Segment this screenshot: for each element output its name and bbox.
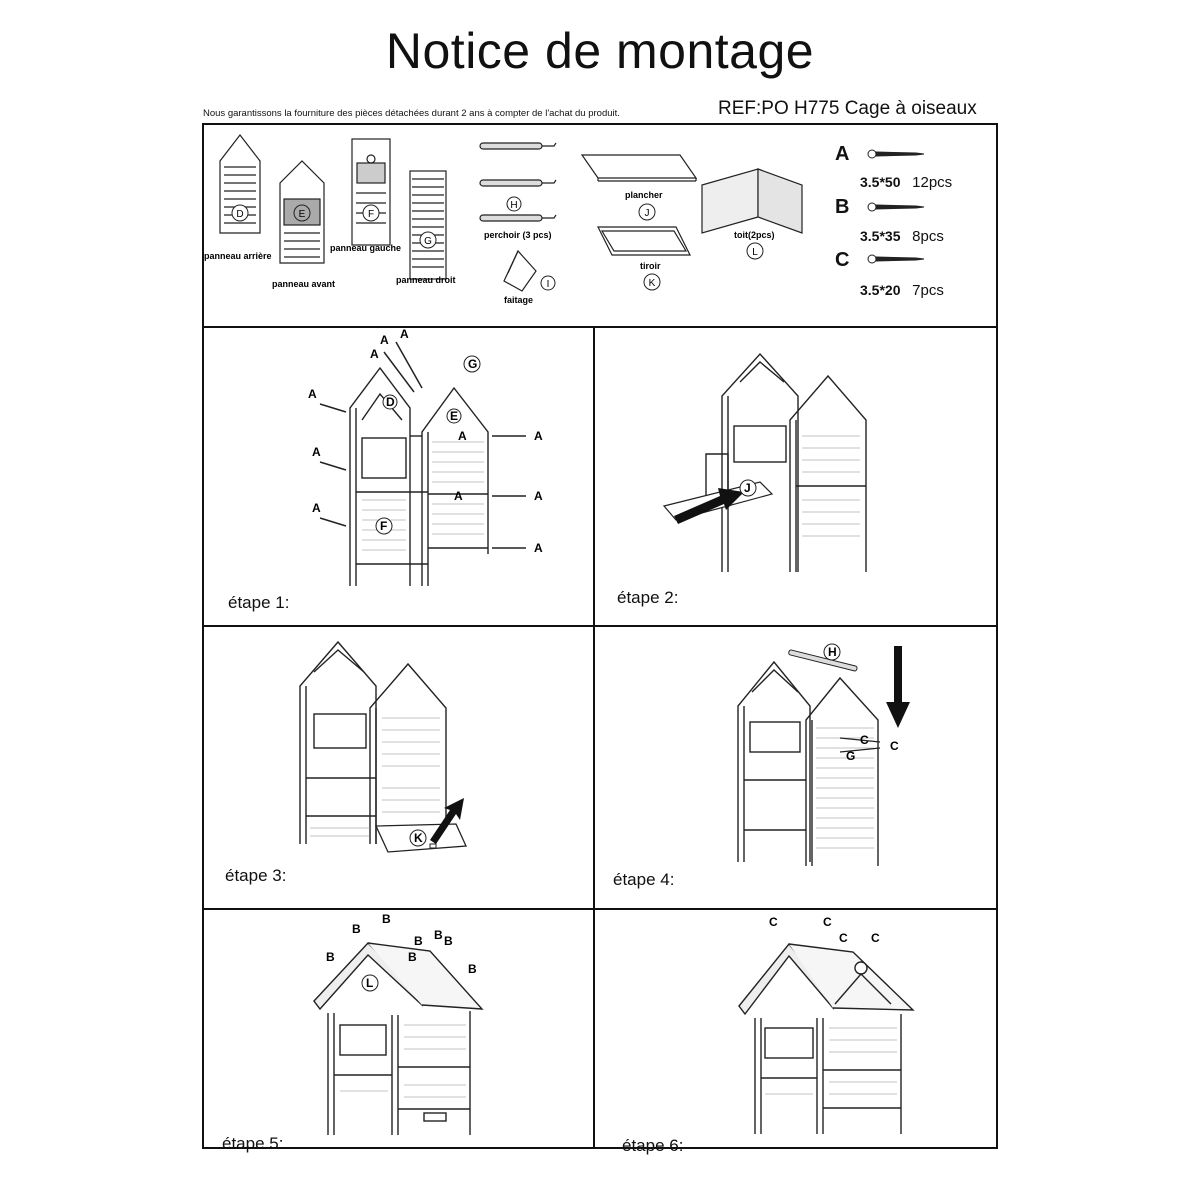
instruction-frame (202, 123, 998, 1149)
part-letter-k: K (649, 278, 656, 289)
step-label-1: étape 1: (228, 593, 290, 612)
step6-callout-c: C (769, 915, 778, 929)
part-label-f: panneau gauche (330, 243, 401, 253)
part-letter-i: I (547, 279, 550, 290)
step1-callout-a: A (380, 333, 389, 347)
guarantee-note: Nous garantissons la fourniture des pièc… (203, 108, 620, 119)
step1-callout-a: A (312, 501, 321, 515)
step4-callout-c: C (860, 733, 869, 747)
grid-divider (202, 908, 998, 910)
step4-callout-g: G (846, 749, 855, 763)
step4-callout-c: C (890, 739, 899, 753)
step1-callout-a: A (458, 429, 467, 443)
step-3-drawing: K (299, 640, 467, 853)
step5-callout-b: B (434, 928, 443, 942)
product-reference: REF:PO H775 Cage à oiseaux (718, 98, 977, 119)
step1-callout-e: E (450, 409, 458, 423)
step-label-6: étape 6: (622, 1136, 684, 1155)
screw-letter-c: C (835, 249, 850, 271)
part-letter-j: J (645, 208, 650, 219)
part-label-l: toit(2pcs) (734, 230, 775, 240)
grid-divider (593, 326, 595, 1148)
step-label-2: étape 2: (617, 588, 679, 607)
grid-divider (202, 625, 998, 627)
step-2-drawing: J (662, 352, 867, 572)
step1-callout-a: A (308, 387, 317, 401)
step1-callout-a: A (534, 541, 543, 555)
step3-callout-k: K (414, 831, 423, 845)
step1-callout-a: A (534, 429, 543, 443)
step-label-3: étape 3: (225, 866, 287, 885)
parts-drawing: D E F G H I J K L panneau arrière pannea… (204, 134, 925, 305)
step2-callout-j: J (744, 481, 751, 495)
step-6-drawing: C C C C (738, 915, 915, 1134)
step4-callout-h: H (828, 645, 837, 659)
step1-callout-a: A (400, 327, 409, 341)
part-label-e: panneau avant (272, 279, 335, 289)
screw-letter-b: B (835, 196, 850, 218)
part-label-h: perchoir (3 pcs) (484, 230, 552, 240)
part-letter-f: F (368, 209, 374, 220)
step6-callout-c: C (823, 915, 832, 929)
step1-callout-a: A (454, 489, 463, 503)
grid-divider (202, 326, 998, 328)
step-label-4: étape 4: (613, 870, 675, 889)
part-letter-h: H (510, 200, 517, 211)
screw-spec-a: 3.5*50 12pcs (860, 174, 952, 191)
step5-callout-b: B (352, 922, 361, 936)
screw-qty-a: 12pcs (912, 174, 953, 191)
step5-callout-l: L (366, 976, 373, 990)
screw-qty-c: 7pcs (912, 282, 944, 299)
screw-qty-b: 8pcs (912, 228, 944, 245)
step5-callout-b: B (382, 912, 391, 926)
step1-callout-g: G (468, 357, 477, 371)
step1-callout-d: D (386, 395, 395, 409)
part-label-d: panneau arrière (204, 251, 272, 261)
step5-callout-b: B (326, 950, 335, 964)
step5-callout-b: B (468, 962, 477, 976)
step6-callout-c: C (871, 931, 880, 945)
step5-callout-b: B (414, 934, 423, 948)
screw-letter-a: A (835, 143, 850, 165)
screw-size-a: 3.5*50 (860, 174, 901, 190)
part-label-j: plancher (625, 190, 663, 200)
part-label-k: tiroir (640, 261, 661, 271)
step-5-drawing: L B B B B B B B B (313, 912, 484, 1135)
part-letter-e: E (299, 209, 306, 220)
screw-size-b: 3.5*35 (860, 228, 901, 244)
step1-callout-f: F (380, 519, 387, 533)
part-letter-d: D (236, 209, 243, 220)
step6-callout-c: C (839, 931, 848, 945)
step-1-drawing: D E G F A A A A A A A A A A A (308, 327, 543, 586)
part-label-i: faitage (504, 295, 533, 305)
part-letter-g: G (424, 236, 432, 247)
screw-spec-b: 3.5*35 8pcs (860, 228, 944, 245)
step1-callout-a: A (534, 489, 543, 503)
step1-callout-a: A (370, 347, 379, 361)
step-4-drawing: H C C G (737, 643, 910, 866)
screw-spec-c: 3.5*20 7pcs (860, 282, 944, 299)
part-label-g: panneau droit (396, 275, 456, 285)
step5-callout-b: B (408, 950, 417, 964)
screw-size-c: 3.5*20 (860, 282, 901, 298)
part-letter-l: L (752, 247, 758, 258)
step1-callout-a: A (312, 445, 321, 459)
page-title: Notice de montage (385, 23, 815, 79)
step5-callout-b: B (444, 934, 453, 948)
step-label-5: étape 5: (222, 1134, 284, 1153)
